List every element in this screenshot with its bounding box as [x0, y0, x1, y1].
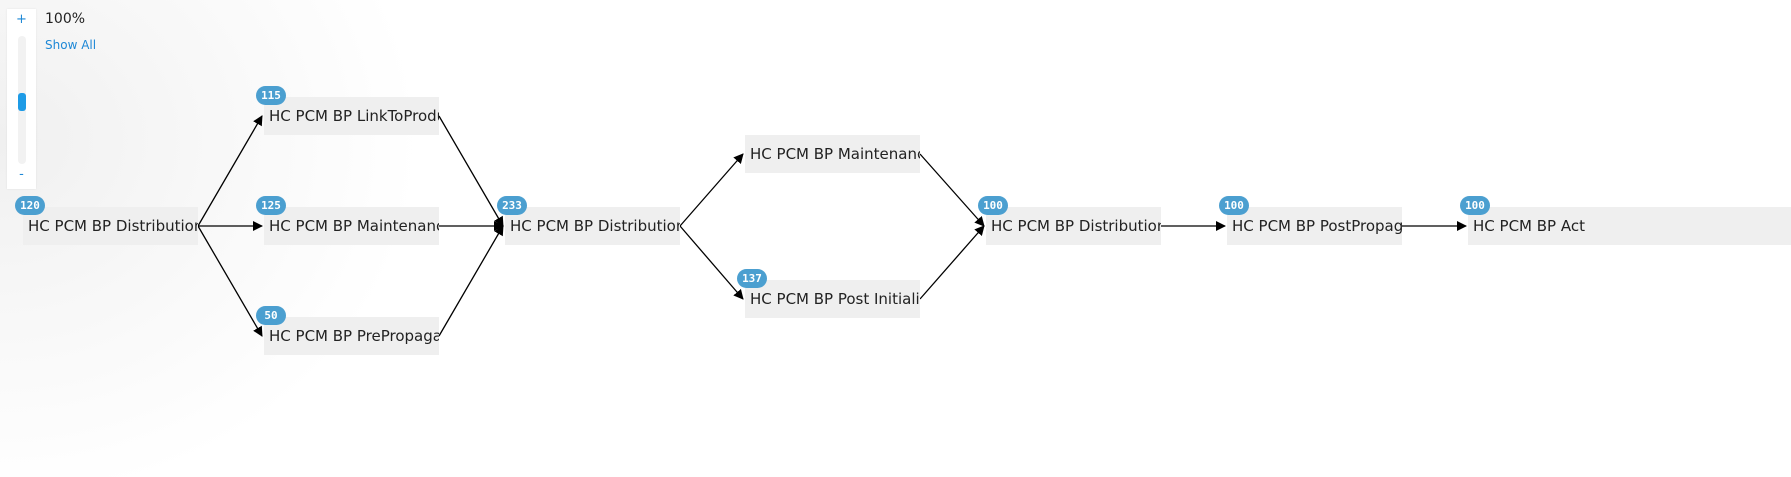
flow-edge-arrow	[197, 225, 263, 337]
node-count-badge: 233	[497, 196, 527, 215]
edge-layer	[197, 115, 1467, 337]
node-count-badge: 115	[256, 86, 286, 105]
zoom-slider-track[interactable]	[18, 36, 26, 164]
flow-node[interactable]: HC PCM BP LinkToProduct	[264, 97, 439, 135]
flow-edge-arrow	[679, 153, 744, 227]
show-all-link[interactable]: Show All	[45, 38, 97, 52]
flow-node[interactable]: HC PCM BP Post Initializati	[745, 280, 920, 318]
flow-node[interactable]: HC PCM BP MaintenancePr	[745, 135, 920, 173]
flow-node[interactable]: HC PCM BP DistributionInit	[23, 207, 198, 245]
flow-edge-arrow	[919, 153, 985, 227]
flow-edge-arrow	[679, 225, 744, 300]
zoom-level-text: 100%	[45, 11, 86, 27]
flow-node[interactable]: HC PCM BP Distribution Ph	[986, 207, 1161, 245]
node-count-badge: 137	[737, 269, 767, 288]
flow-node[interactable]: HC PCM BP PostPropagatio	[1227, 207, 1402, 245]
node-count-badge: 100	[1219, 196, 1249, 215]
zoom-out-button[interactable]: -	[19, 167, 24, 182]
zoom-in-button[interactable]: +	[16, 12, 27, 27]
flow-node[interactable]: HC PCM BP Act	[1468, 207, 1791, 245]
flow-edge-arrow	[197, 115, 263, 227]
node-count-badge: 50	[256, 306, 286, 325]
node-count-badge: 125	[256, 196, 286, 215]
node-count-badge: 100	[978, 196, 1008, 215]
zoom-slider-handle[interactable]	[18, 93, 26, 111]
zoom-control: + -	[7, 9, 36, 189]
flow-node[interactable]: HC PCM BP MaintenanceIn	[264, 207, 439, 245]
node-count-badge: 120	[15, 196, 45, 215]
flow-node[interactable]: HC PCM BP Distribution Ph	[505, 207, 680, 245]
flow-edge-arrow	[919, 225, 985, 300]
flow-edge-arrow	[438, 225, 504, 337]
flow-node[interactable]: HC PCM BP PrePropagatio	[264, 317, 439, 355]
flow-edge-arrow	[438, 115, 504, 227]
node-count-badge: 100	[1460, 196, 1490, 215]
